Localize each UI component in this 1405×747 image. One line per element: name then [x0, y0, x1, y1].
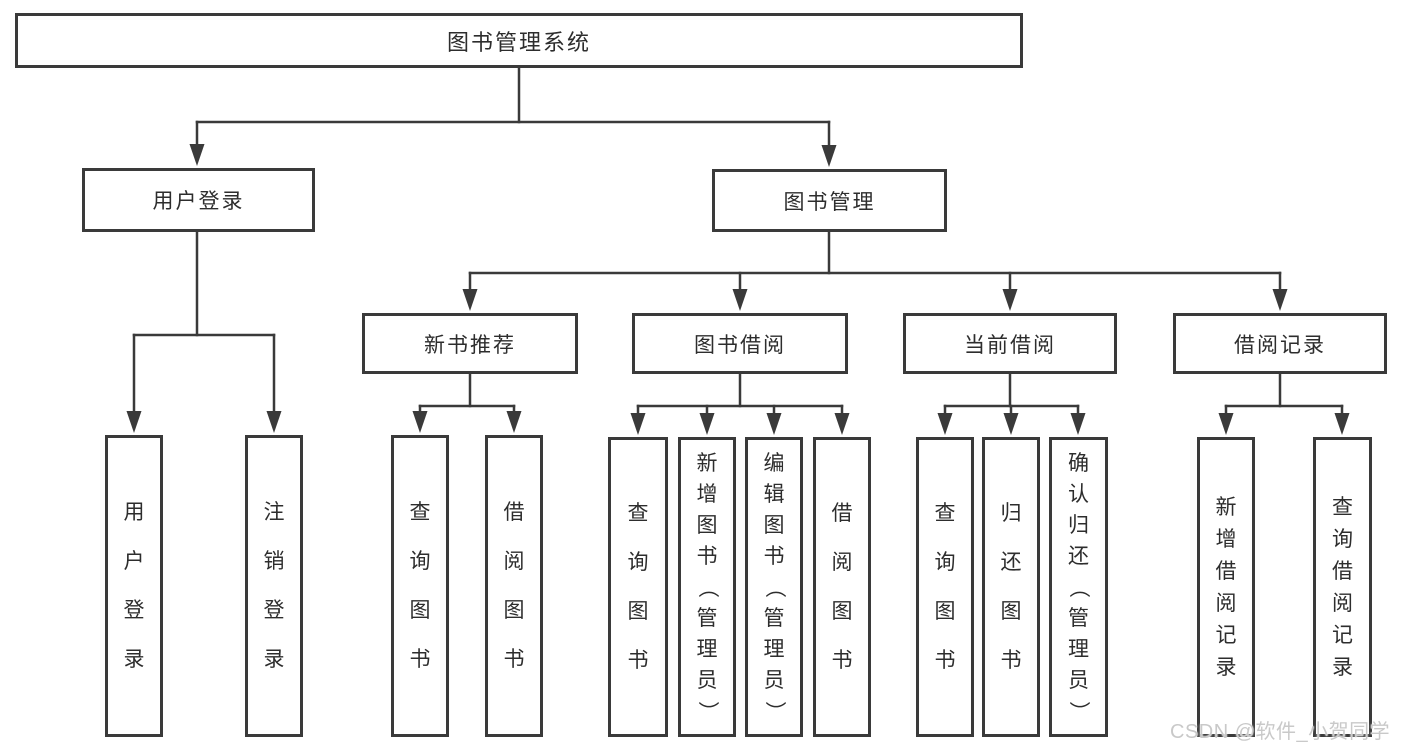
- node-label: 确认归还（管理员）: [1067, 451, 1090, 722]
- node-label: 查询借阅记录: [1332, 495, 1353, 679]
- node-do-logout: 注销登录: [245, 435, 303, 737]
- node-recommend-query-books: 查询图书: [391, 435, 449, 737]
- node-records-add-record: 新增借阅记录: [1197, 437, 1255, 737]
- node-label: 图书管理: [783, 190, 876, 214]
- node-current-query-books: 查询图书: [916, 437, 974, 737]
- node-user-login: 用户登录: [82, 168, 315, 232]
- node-label: 归还图书: [1000, 502, 1022, 672]
- node-label: 用户登录: [123, 501, 145, 671]
- node-label: 图书借阅: [694, 333, 786, 357]
- node-label: 查询图书: [934, 502, 956, 672]
- node-book-borrowing: 图书借阅: [632, 313, 848, 374]
- node-book-management: 图书管理: [712, 169, 947, 232]
- node-label: 查询图书: [627, 502, 649, 672]
- node-borrow-edit-books-admin: 编辑图书（管理员）: [745, 437, 803, 737]
- node-current-confirm-return-admin: 确认归还（管理员）: [1049, 437, 1108, 737]
- node-label: 注销登录: [263, 501, 285, 671]
- node-label: 借阅记录: [1234, 333, 1326, 357]
- node-borrowing-records: 借阅记录: [1173, 313, 1387, 374]
- node-borrow-borrow-books: 借阅图书: [813, 437, 871, 737]
- node-label: 新书推荐: [424, 333, 516, 357]
- node-label: 借阅图书: [831, 502, 853, 672]
- node-label: 新增借阅记录: [1215, 495, 1237, 679]
- node-label: 图书管理系统: [446, 29, 591, 55]
- node-label: 新增图书（管理员）: [695, 451, 719, 722]
- node-label: 当前借阅: [964, 333, 1056, 357]
- watermark: CSDN @软件_小贺同学: [1170, 721, 1391, 743]
- node-label: 用户登录: [152, 190, 245, 213]
- node-library-system: 图书管理系统: [15, 13, 1023, 68]
- node-label: 查询图书: [409, 501, 431, 671]
- node-recommend-borrow-books: 借阅图书: [485, 435, 543, 737]
- node-new-book-recommend: 新书推荐: [362, 313, 578, 374]
- node-borrow-add-books-admin: 新增图书（管理员）: [678, 437, 736, 737]
- node-current-borrowing: 当前借阅: [903, 313, 1117, 374]
- node-current-return-books: 归还图书: [982, 437, 1040, 737]
- node-do-user-login: 用户登录: [105, 435, 163, 737]
- node-label: 编辑图书（管理员）: [762, 451, 786, 722]
- node-label: 借阅图书: [503, 501, 525, 671]
- node-records-query-record: 查询借阅记录: [1313, 437, 1372, 737]
- node-borrow-query-books: 查询图书: [608, 437, 668, 737]
